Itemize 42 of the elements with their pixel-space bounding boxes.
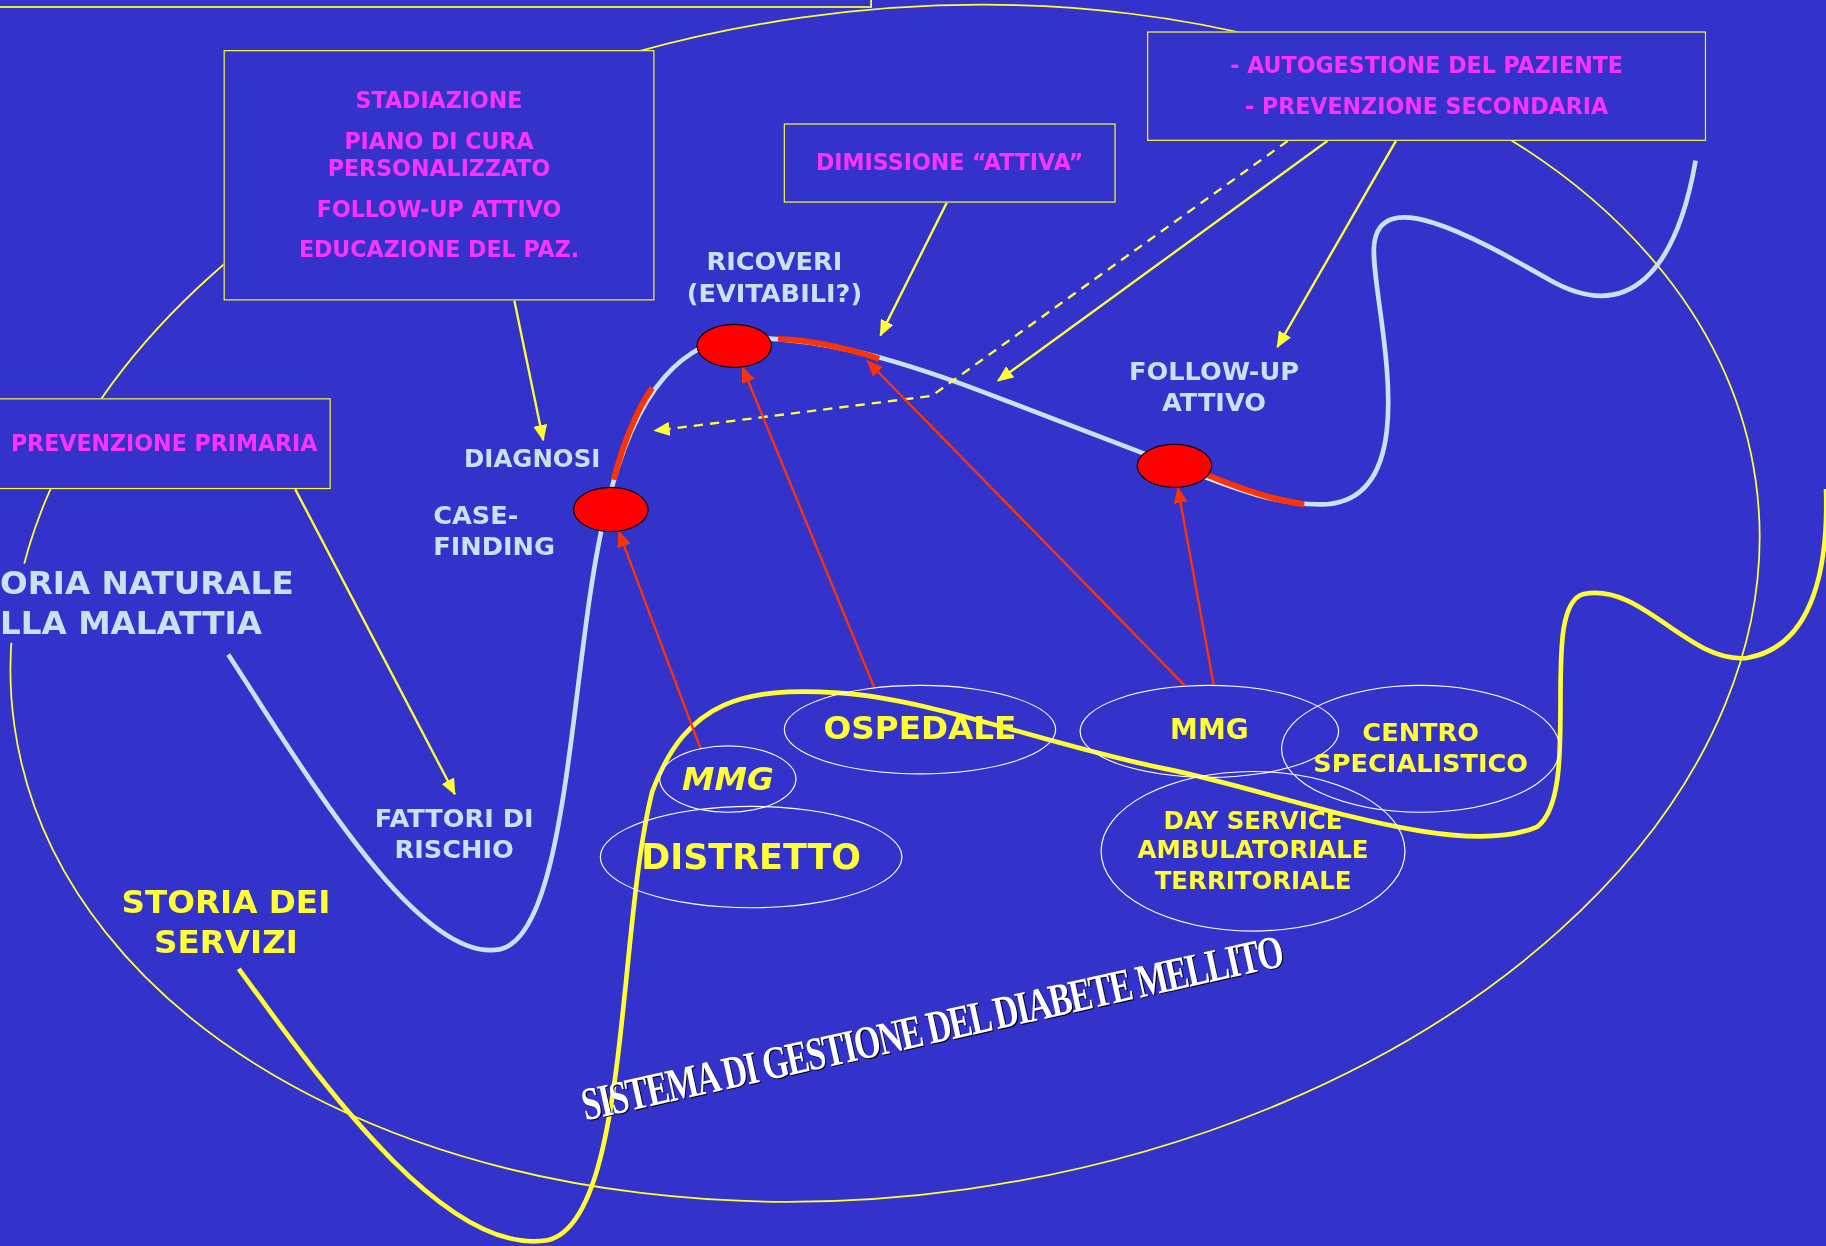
- stage-label: RICOVERI (EVITABILI?): [652, 238, 897, 318]
- arrow: [741, 366, 876, 688]
- arrow: [879, 202, 948, 337]
- note-text: PREVENZIONE PRIMARIA: [10, 430, 318, 458]
- arrow: [617, 530, 702, 749]
- note-text: EDUCAZIONE DEL PAZ.: [298, 236, 580, 264]
- note-text: STADIAZIONE: [355, 86, 523, 114]
- stage-label: DIAGNOSI: [461, 440, 604, 480]
- system-title: SISTEMA DI GESTIONE DEL DIABETE MELLITO: [576, 923, 1287, 1132]
- arrow: [997, 139, 1329, 382]
- highlight-segment: [777, 335, 881, 362]
- arrow: [653, 139, 1289, 436]
- stage-label: STORIA DEI SERVIZI: [93, 875, 359, 969]
- service-ellipse: [1281, 684, 1561, 813]
- service-ellipse: [599, 805, 903, 909]
- service-label: DISTRETTO: [641, 835, 862, 879]
- service-ellipse: [1100, 770, 1406, 932]
- stage-label: CASE- FINDING: [433, 492, 597, 572]
- arrow: [866, 360, 1186, 687]
- service-label: MMG: [1170, 714, 1249, 749]
- note-box: [223, 50, 655, 301]
- note-text: PIANO DI CURA PERSONALIZZATO: [326, 127, 552, 182]
- note-box: [783, 123, 1116, 203]
- highlight-segment: [610, 386, 655, 481]
- stage-label: FATTORI DI RISCHIO: [337, 794, 571, 876]
- service-ellipse: [783, 684, 1057, 775]
- arrow: [1173, 486, 1215, 685]
- note-text: FOLLOW-UP ATTIVO: [316, 195, 562, 223]
- service-label: CENTRO SPECIALISTICO: [1312, 717, 1530, 780]
- note-box: [0, 398, 331, 490]
- stage-label: FOLLOW-UP ATTIVO: [1100, 347, 1328, 429]
- service-label: OSPEDALE: [823, 709, 1017, 750]
- service-label: MMG: [682, 759, 774, 799]
- arrow: [1276, 140, 1397, 349]
- note-text: - PREVENZIONE SECONDARIA: [1245, 93, 1609, 121]
- note-text: - AUTOGESTIONE DEL PAZIENTE: [1230, 52, 1623, 80]
- service-label: DAY SERVICE AMBULATORIALE TERRITORIALE: [1136, 806, 1370, 896]
- stage-dot: [1136, 443, 1213, 488]
- arrow: [294, 488, 456, 796]
- arrow: [513, 300, 547, 442]
- note-box: [1147, 31, 1707, 141]
- note-text: DIMISSIONE “ATTIVA”: [816, 149, 1084, 177]
